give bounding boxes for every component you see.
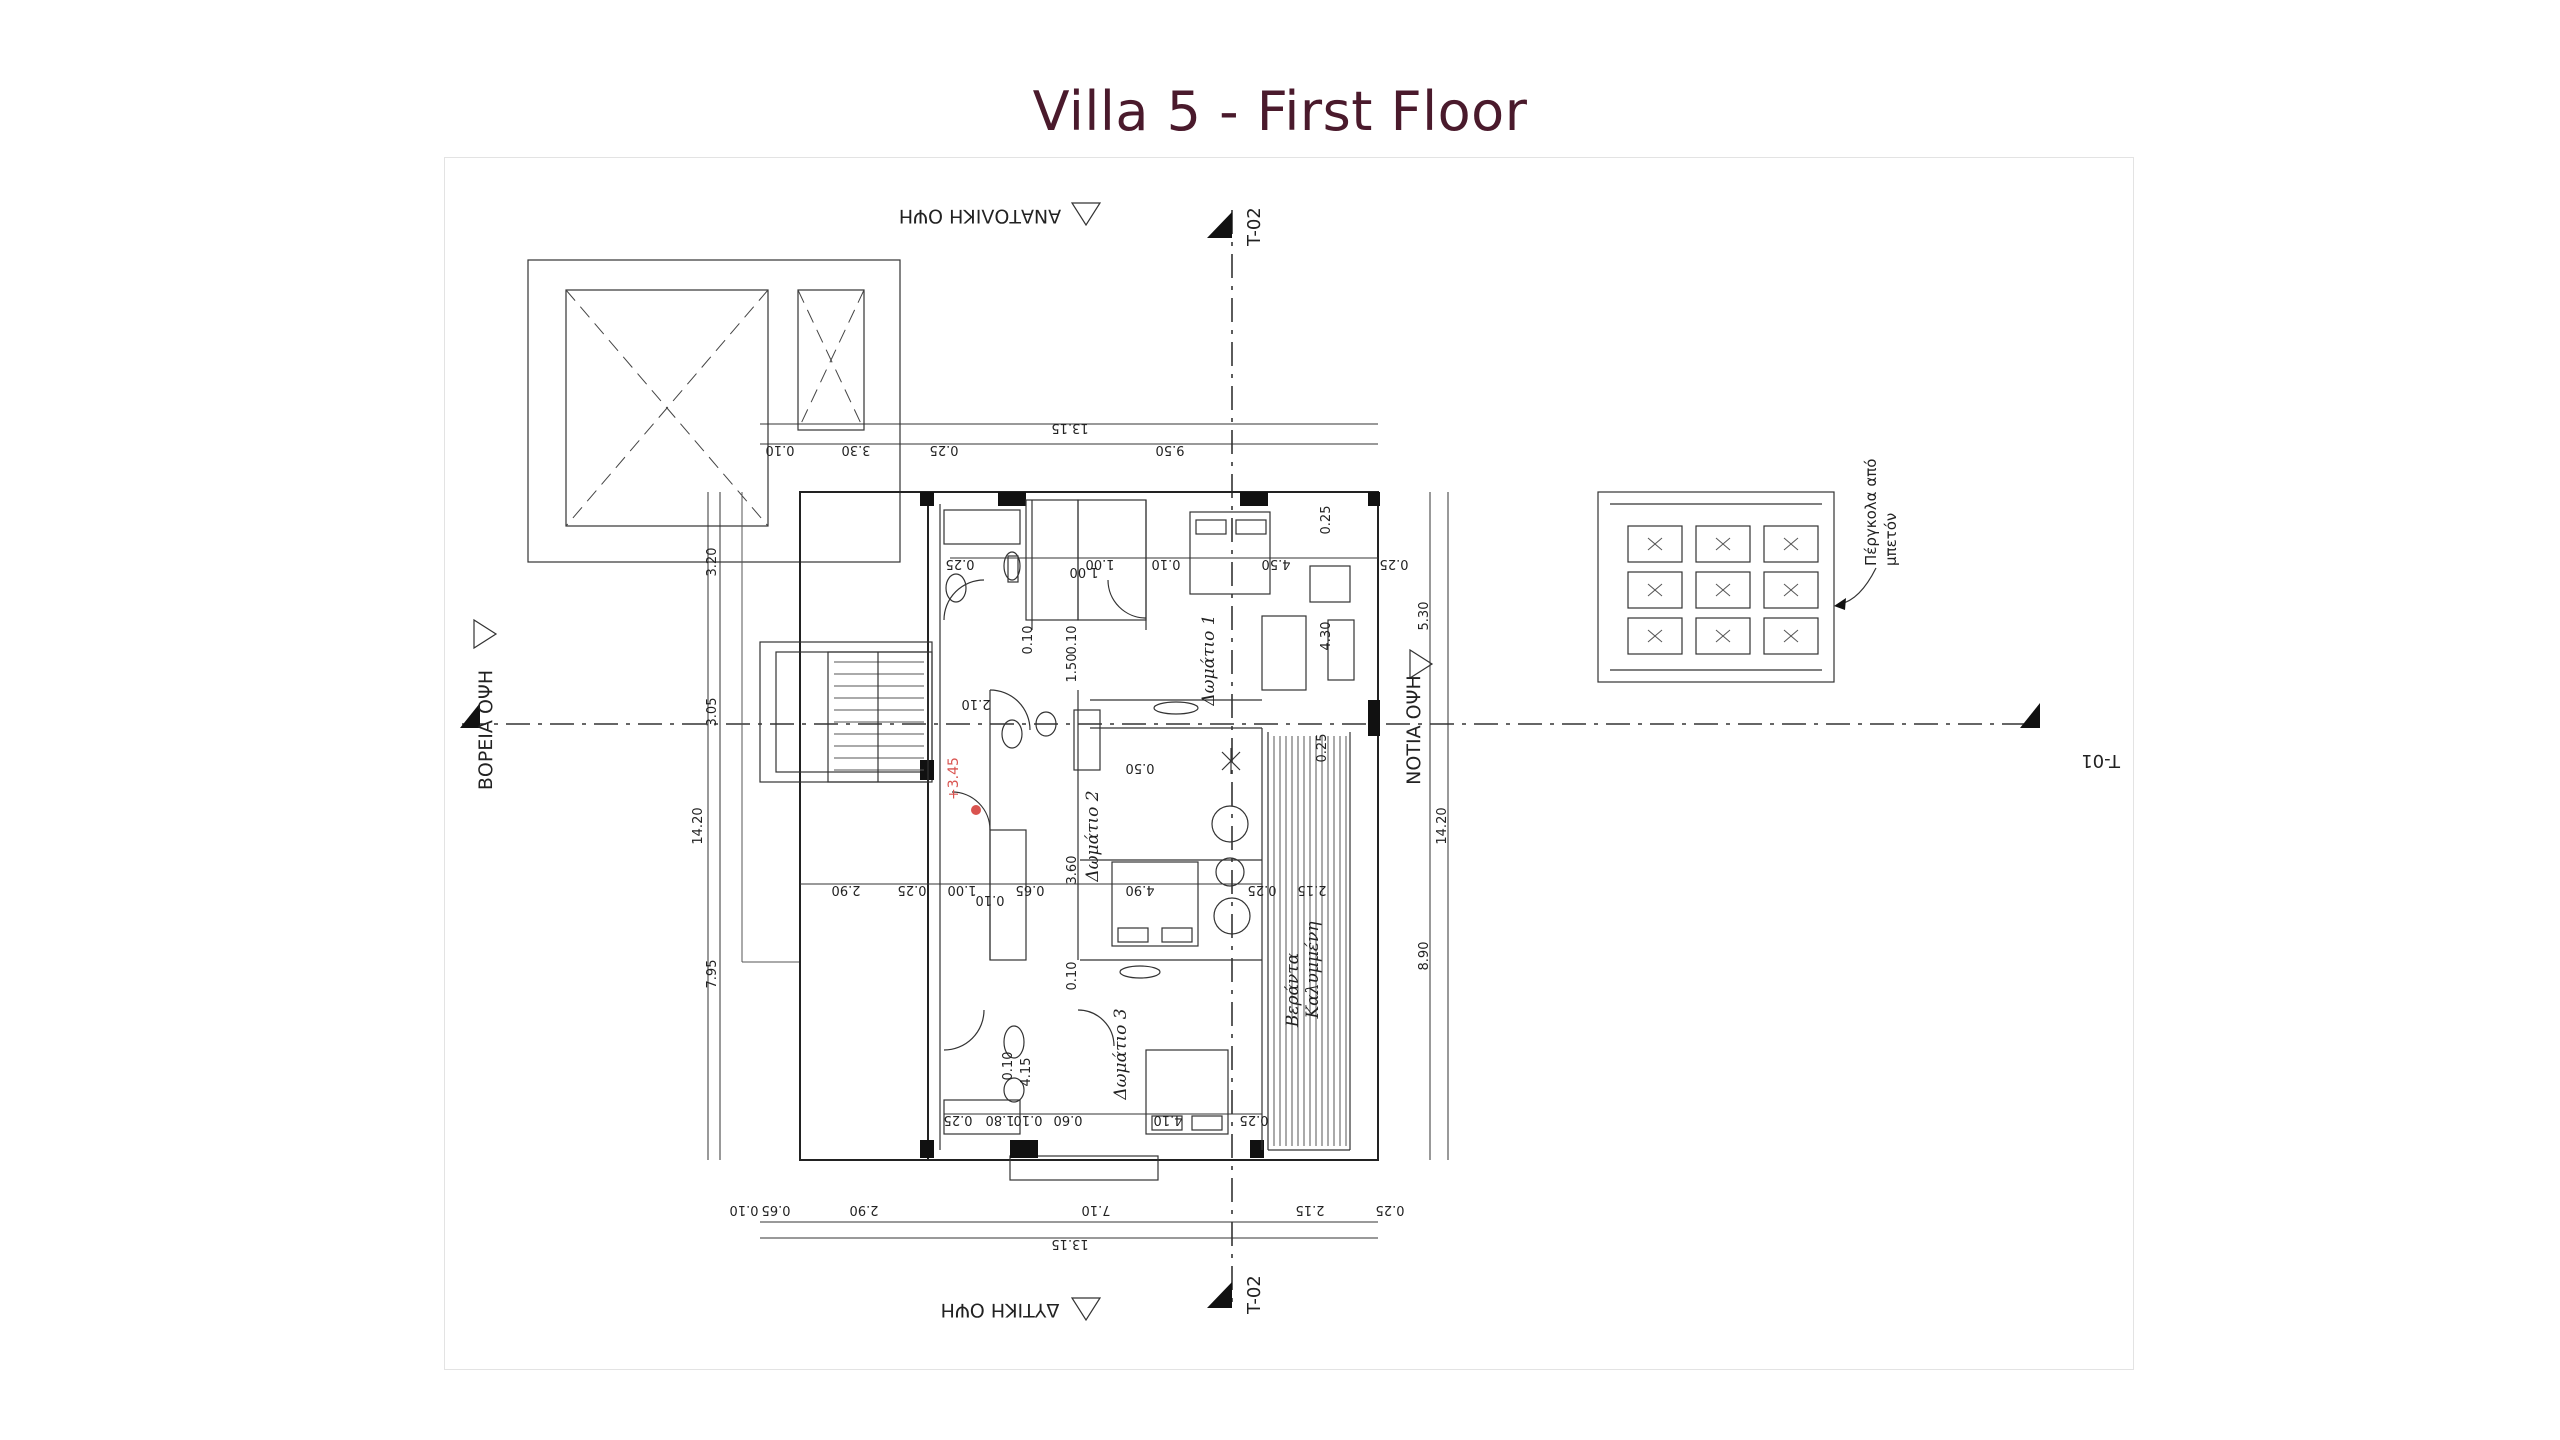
dim-v-h: 0.50: [1126, 760, 1155, 775]
pergola-note-line2: μπετόν: [1882, 513, 1900, 566]
dim-v-f: 4.15: [1019, 1058, 1034, 1087]
dim-bottom-c: 2.90: [850, 1202, 879, 1217]
dim-v-g: 0.25: [1315, 734, 1330, 763]
dim-r1-e: 0.10: [1152, 556, 1181, 571]
dim-right-a: 5.30: [1417, 602, 1432, 631]
pergola-cell: [1695, 525, 1751, 563]
dim-r1-d: 1.00: [1086, 556, 1115, 571]
south-elevation-marker-icon: [1409, 648, 1434, 680]
dim-b-c: 0.10: [1014, 1112, 1043, 1127]
section-arrow-right-icon: [2020, 703, 2040, 728]
concrete-pergola-detail: [1597, 491, 1835, 683]
pergola-cell: [1627, 617, 1683, 655]
pergola-note-line1: Πέργκολα από: [1862, 459, 1880, 566]
pergola-cell: [1627, 525, 1683, 563]
dim-r1-f: 4.30: [1319, 622, 1334, 651]
section-arrow-top-icon: [1207, 212, 1232, 238]
dim-mid-f: 4.90: [1126, 882, 1155, 897]
section-label-bottom: T-02: [1244, 1275, 1265, 1315]
dim-bottom-total: 13.15: [1051, 1236, 1088, 1251]
veranda-hatch: [1273, 736, 1347, 1146]
dim-mid-a: 2.90: [832, 882, 861, 897]
dim-v-i: 1.00: [1070, 564, 1099, 579]
dim-top-c: 0.25: [930, 442, 959, 457]
page-title: Villa 5 - First Floor: [1032, 80, 1528, 143]
dim-right-total: 14.20: [1435, 807, 1450, 844]
dim-mid-g: 0.25: [1248, 882, 1277, 897]
veranda-label-line2: Καλυμμένη: [1303, 921, 1323, 1020]
dim-v-e: 0.10: [1065, 962, 1080, 991]
room-label-2: Δωμάτιο 2: [1083, 790, 1103, 882]
dim-left-c: 7.95: [705, 960, 720, 989]
section-arrow-bottom-icon: [1207, 1282, 1232, 1308]
dim-bottom-e: 2.15: [1296, 1202, 1325, 1217]
dim-r1-c: 0.25: [1380, 556, 1409, 571]
dim-v-k: 2.10: [962, 696, 991, 711]
east-elevation-marker-icon: [1070, 202, 1102, 227]
dim-left-a: 3.20: [705, 548, 720, 577]
dim-r1-a: 0.25: [946, 556, 975, 571]
dim-b-f: 0.25: [1240, 1112, 1269, 1127]
roof-pergola-top: [527, 259, 901, 963]
dim-mid-b: 0.25: [898, 882, 927, 897]
pergola-cell: [1627, 571, 1683, 609]
bathroom-fixtures: [943, 509, 1101, 1135]
north-elevation-marker-icon: [473, 618, 498, 650]
pergola-cell: [1763, 617, 1819, 655]
dim-r1-g: 0.25: [1319, 506, 1334, 535]
staircase: [827, 651, 929, 783]
dim-bottom-a: 0.10: [730, 1202, 759, 1217]
dimension-lines: [707, 423, 1449, 1239]
room-label-1: Δωμάτιο 1: [1199, 614, 1219, 706]
level-dot-icon: [971, 805, 981, 815]
dim-left-total: 14.20: [691, 807, 706, 844]
dim-bottom-d: 7.10: [1082, 1202, 1111, 1217]
dim-right-b: 8.90: [1417, 942, 1432, 971]
pergola-cells: [1627, 525, 1819, 655]
drawing-frame: [444, 157, 2134, 1370]
pergola-cell: [1763, 525, 1819, 563]
pergola-note-arrow-icon: [1834, 598, 1846, 610]
pergola-cell: [1695, 571, 1751, 609]
south-elevation-label: ΝΟΤΙΑ ΟΨΗ: [1403, 675, 1425, 785]
veranda-label-line1: Βεράντα: [1283, 952, 1303, 1028]
dim-b-b: 1.80: [986, 1112, 1015, 1127]
dim-v-d: 3.60: [1065, 856, 1080, 885]
dim-top-d: 9.50: [1156, 442, 1185, 457]
dim-b-e: 4.10: [1154, 1112, 1183, 1127]
west-elevation-marker-icon: [1070, 1297, 1102, 1322]
dim-top-total: 13.15: [1051, 420, 1088, 435]
dim-v-b: 1.50: [1065, 654, 1080, 683]
dim-mid-d: 0.10: [976, 892, 1005, 907]
west-elevation-label: ΔΥΤΙΚΗ ΟΨΗ: [941, 1299, 1060, 1321]
section-label-top: T-02: [1244, 207, 1265, 247]
dim-mid-c: 1.00: [948, 882, 977, 897]
dim-mid-h: 2.15: [1298, 882, 1327, 897]
north-elevation-label: ΒΟΡΕΙΑ ΟΨΗ: [475, 670, 497, 790]
dim-v-a: 0.10: [1021, 626, 1036, 655]
room-label-3: Δωμάτιο 3: [1111, 1008, 1131, 1100]
bedroom-furniture: [1111, 511, 1355, 1135]
east-elevation-label: ΑΝΑΤΟΛΙΚΗ ΟΨΗ: [899, 205, 1061, 227]
section-arrow-left-icon: [460, 703, 480, 728]
section-label-right: T-01: [2081, 750, 2121, 771]
dim-bottom-f: 0.25: [1376, 1202, 1405, 1217]
door-swings: [943, 579, 1147, 1051]
level-marker: +3.45: [946, 757, 962, 800]
dim-top-b: 3.30: [842, 442, 871, 457]
building-walls: [759, 491, 1380, 1181]
dim-v-j: 0.10: [1001, 1052, 1016, 1081]
dim-b-a: 0.25: [944, 1112, 973, 1127]
dim-r1-b: 4.50: [1262, 556, 1291, 571]
dim-top-a: 0.10: [766, 442, 795, 457]
dim-left-b: 3.05: [705, 698, 720, 727]
dim-mid-e: 0.65: [1016, 882, 1045, 897]
dim-v-c: 0.10: [1065, 626, 1080, 655]
pergola-cell: [1763, 571, 1819, 609]
pergola-cell: [1695, 617, 1751, 655]
dim-b-d: 0.60: [1054, 1112, 1083, 1127]
dim-bottom-b: 0.65: [762, 1202, 791, 1217]
